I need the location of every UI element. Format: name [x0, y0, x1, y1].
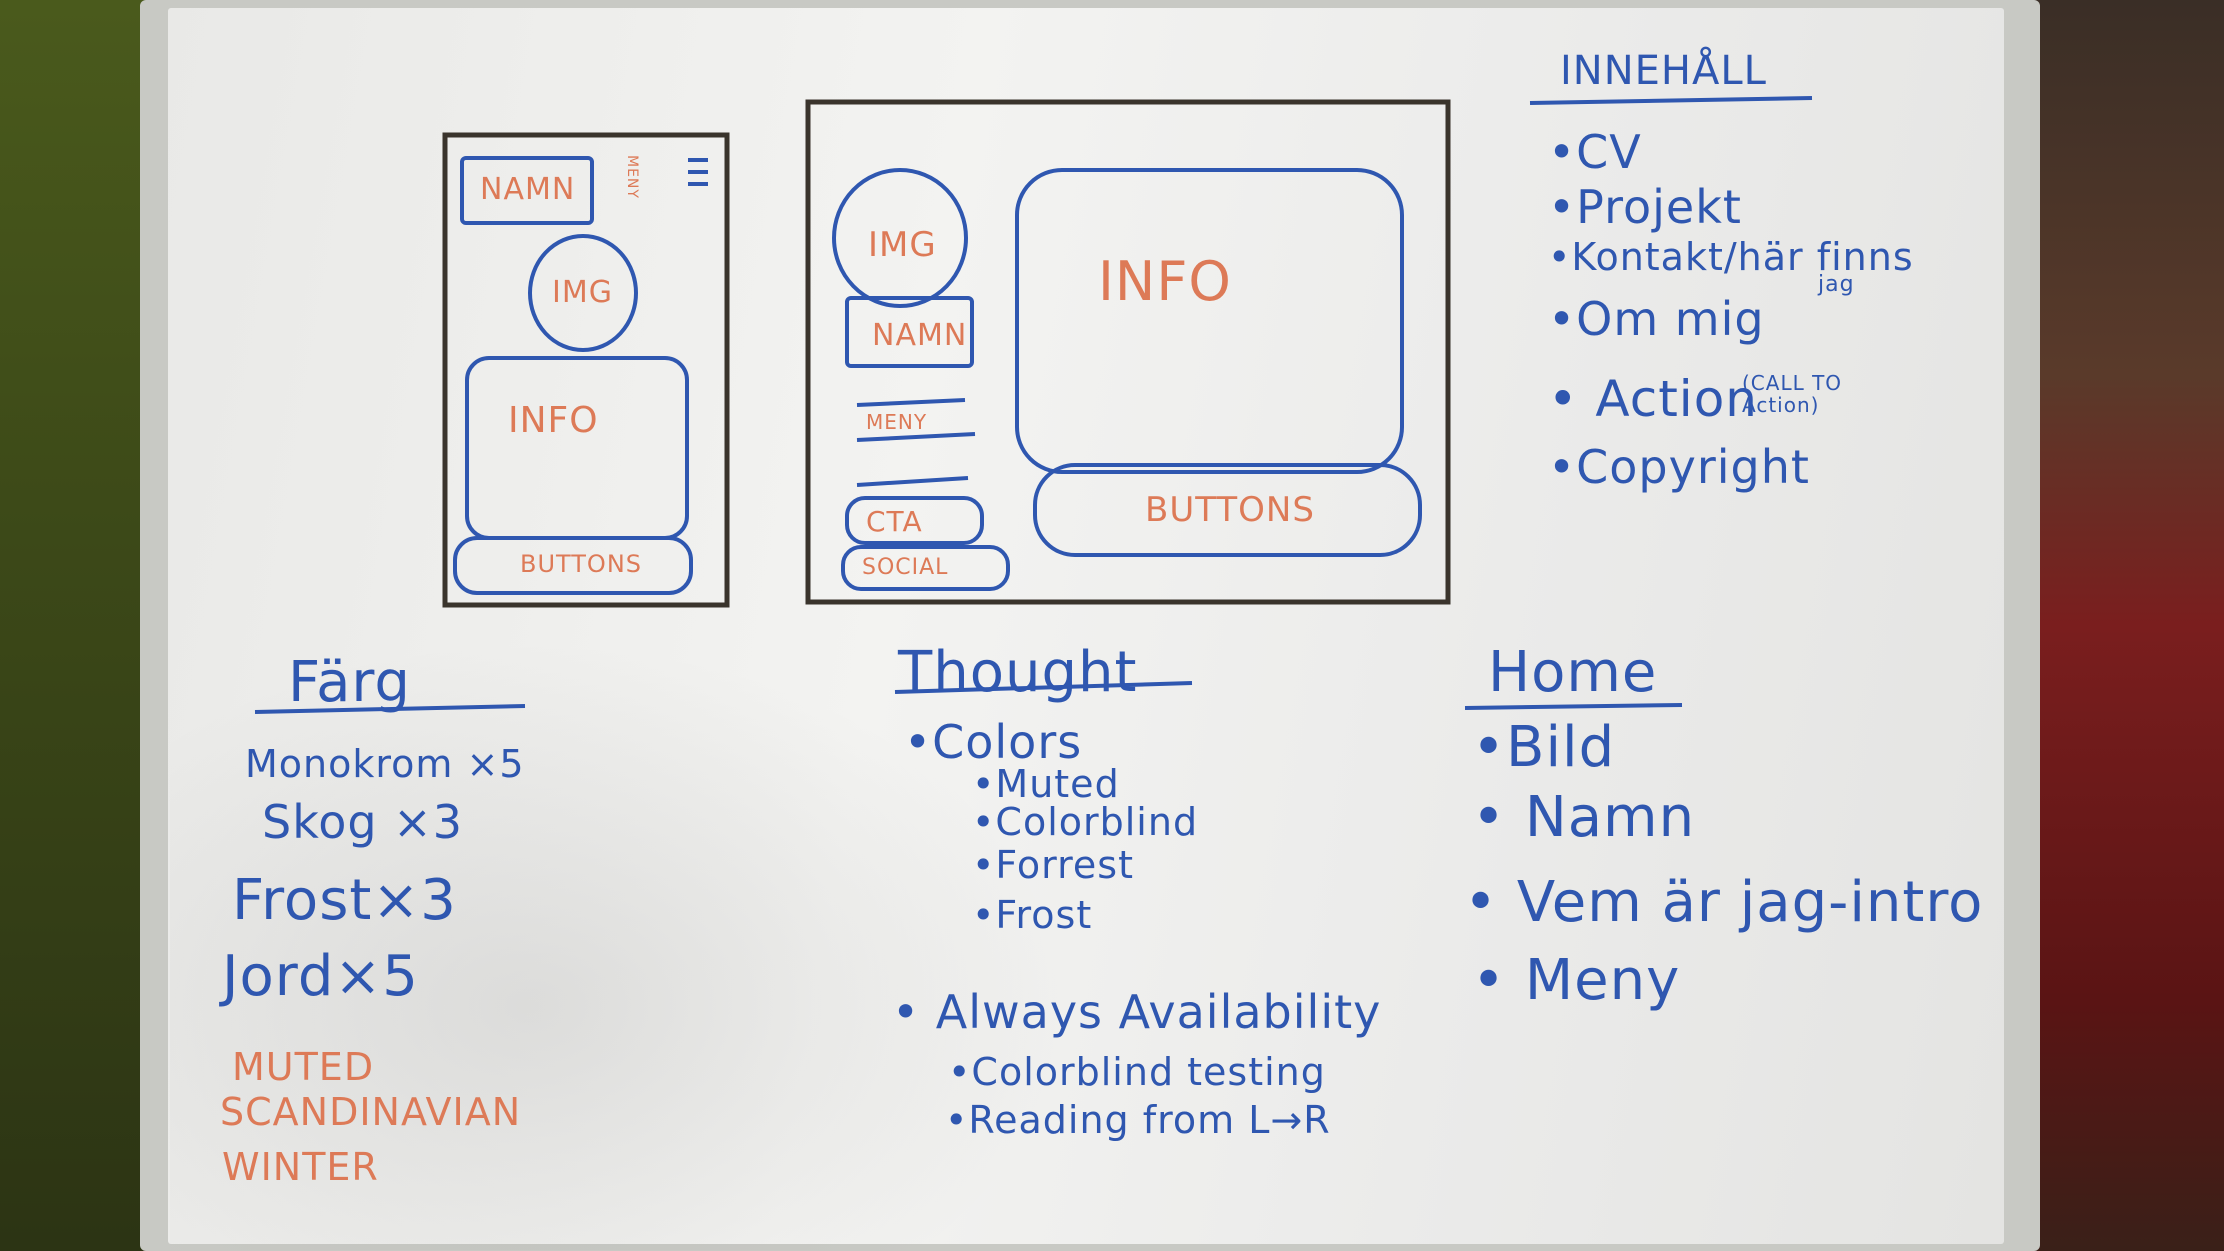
farg-item-frost: Frost×3	[232, 868, 457, 933]
desktop-namn-box	[845, 296, 974, 368]
thought-availability-reading: •Reading from L→R	[945, 1098, 1331, 1142]
desktop-namn-label: NAMN	[872, 318, 968, 353]
thought-availability-colorblind-testing: •Colorblind testing	[948, 1050, 1326, 1094]
farg-note-line-3: WINTER	[222, 1145, 379, 1189]
thought-color-frost: •Frost	[972, 893, 1093, 937]
thought-colors: •Colors	[904, 715, 1083, 769]
innehall-item-projekt: •Projekt	[1548, 180, 1742, 234]
desktop-social-box	[841, 545, 1010, 591]
innehall-item-om-mig: •Om mig	[1548, 292, 1765, 346]
mobile-img-circle	[528, 234, 638, 352]
farg-item-skog: Skog ×3	[262, 795, 463, 849]
home-title: Home	[1488, 640, 1658, 705]
innehall-item-action: • Action	[1548, 370, 1758, 428]
desktop-img-circle	[832, 168, 968, 308]
thought-color-colorblind: •Colorblind	[972, 800, 1199, 844]
mobile-info-label: INFO	[508, 400, 599, 441]
desktop-social-label: SOCIAL	[862, 555, 949, 580]
mobile-namn-box	[460, 156, 594, 225]
home-item-meny: • Meny	[1472, 948, 1681, 1013]
farg-note-line-1: MUTED	[232, 1045, 375, 1089]
thought-availability: • Always Availability	[892, 985, 1382, 1039]
innehall-underline	[1529, 96, 1813, 105]
mobile-namn-label: NAMN	[480, 172, 576, 207]
farg-title: Färg	[288, 650, 411, 715]
home-underline	[1464, 703, 1683, 710]
desktop-info-box	[1015, 168, 1404, 474]
mobile-meny-label: MENY	[624, 155, 640, 199]
innehall-item-kontakt: •Kontakt/här finns	[1548, 235, 1914, 279]
farg-underline	[254, 704, 526, 714]
thought-color-forrest: •Forrest	[972, 843, 1134, 887]
innehall-title: INNEHÅLL	[1560, 48, 1767, 94]
mobile-buttons-label: BUTTONS	[520, 550, 643, 578]
thought-underline	[894, 681, 1193, 694]
home-item-namn: • Namn	[1472, 785, 1696, 850]
desktop-cta-box	[845, 496, 984, 545]
mobile-frame	[442, 132, 730, 608]
whiteboard	[168, 8, 2004, 1244]
desktop-img-label: IMG	[868, 225, 937, 265]
innehall-item-copyright: •Copyright	[1548, 440, 1810, 494]
desktop-info-label: INFO	[1098, 250, 1232, 313]
desktop-buttons-box	[1033, 463, 1422, 557]
home-item-bild: •Bild	[1472, 715, 1616, 780]
home-item-vem-ar-jag: • Vem är jag-intro	[1464, 870, 1984, 935]
mobile-img-label: IMG	[552, 275, 613, 310]
desktop-cta-label: CTA	[866, 505, 923, 538]
innehall-item-cta-note: (CALL TO Action)	[1742, 371, 1843, 417]
innehall-item-kontakt-jag: jag	[1818, 272, 1855, 297]
desktop-buttons-label: BUTTONS	[1145, 490, 1315, 530]
innehall-item-cv: •CV	[1548, 125, 1642, 179]
thought-color-muted: •Muted	[972, 762, 1120, 806]
shadow	[170, 640, 1070, 1250]
farg-note-line-2: SCANDINAVIAN	[220, 1090, 522, 1134]
mobile-info-box	[465, 356, 689, 540]
thought-title: Thought	[898, 640, 1138, 705]
farg-item-monokrom: Monokrom ×5	[245, 742, 525, 786]
mobile-buttons-box	[453, 536, 693, 595]
desktop-meny-label: MENY	[866, 410, 928, 434]
farg-item-jord: Jord×5	[222, 944, 419, 1009]
desktop-frame	[805, 99, 1451, 605]
